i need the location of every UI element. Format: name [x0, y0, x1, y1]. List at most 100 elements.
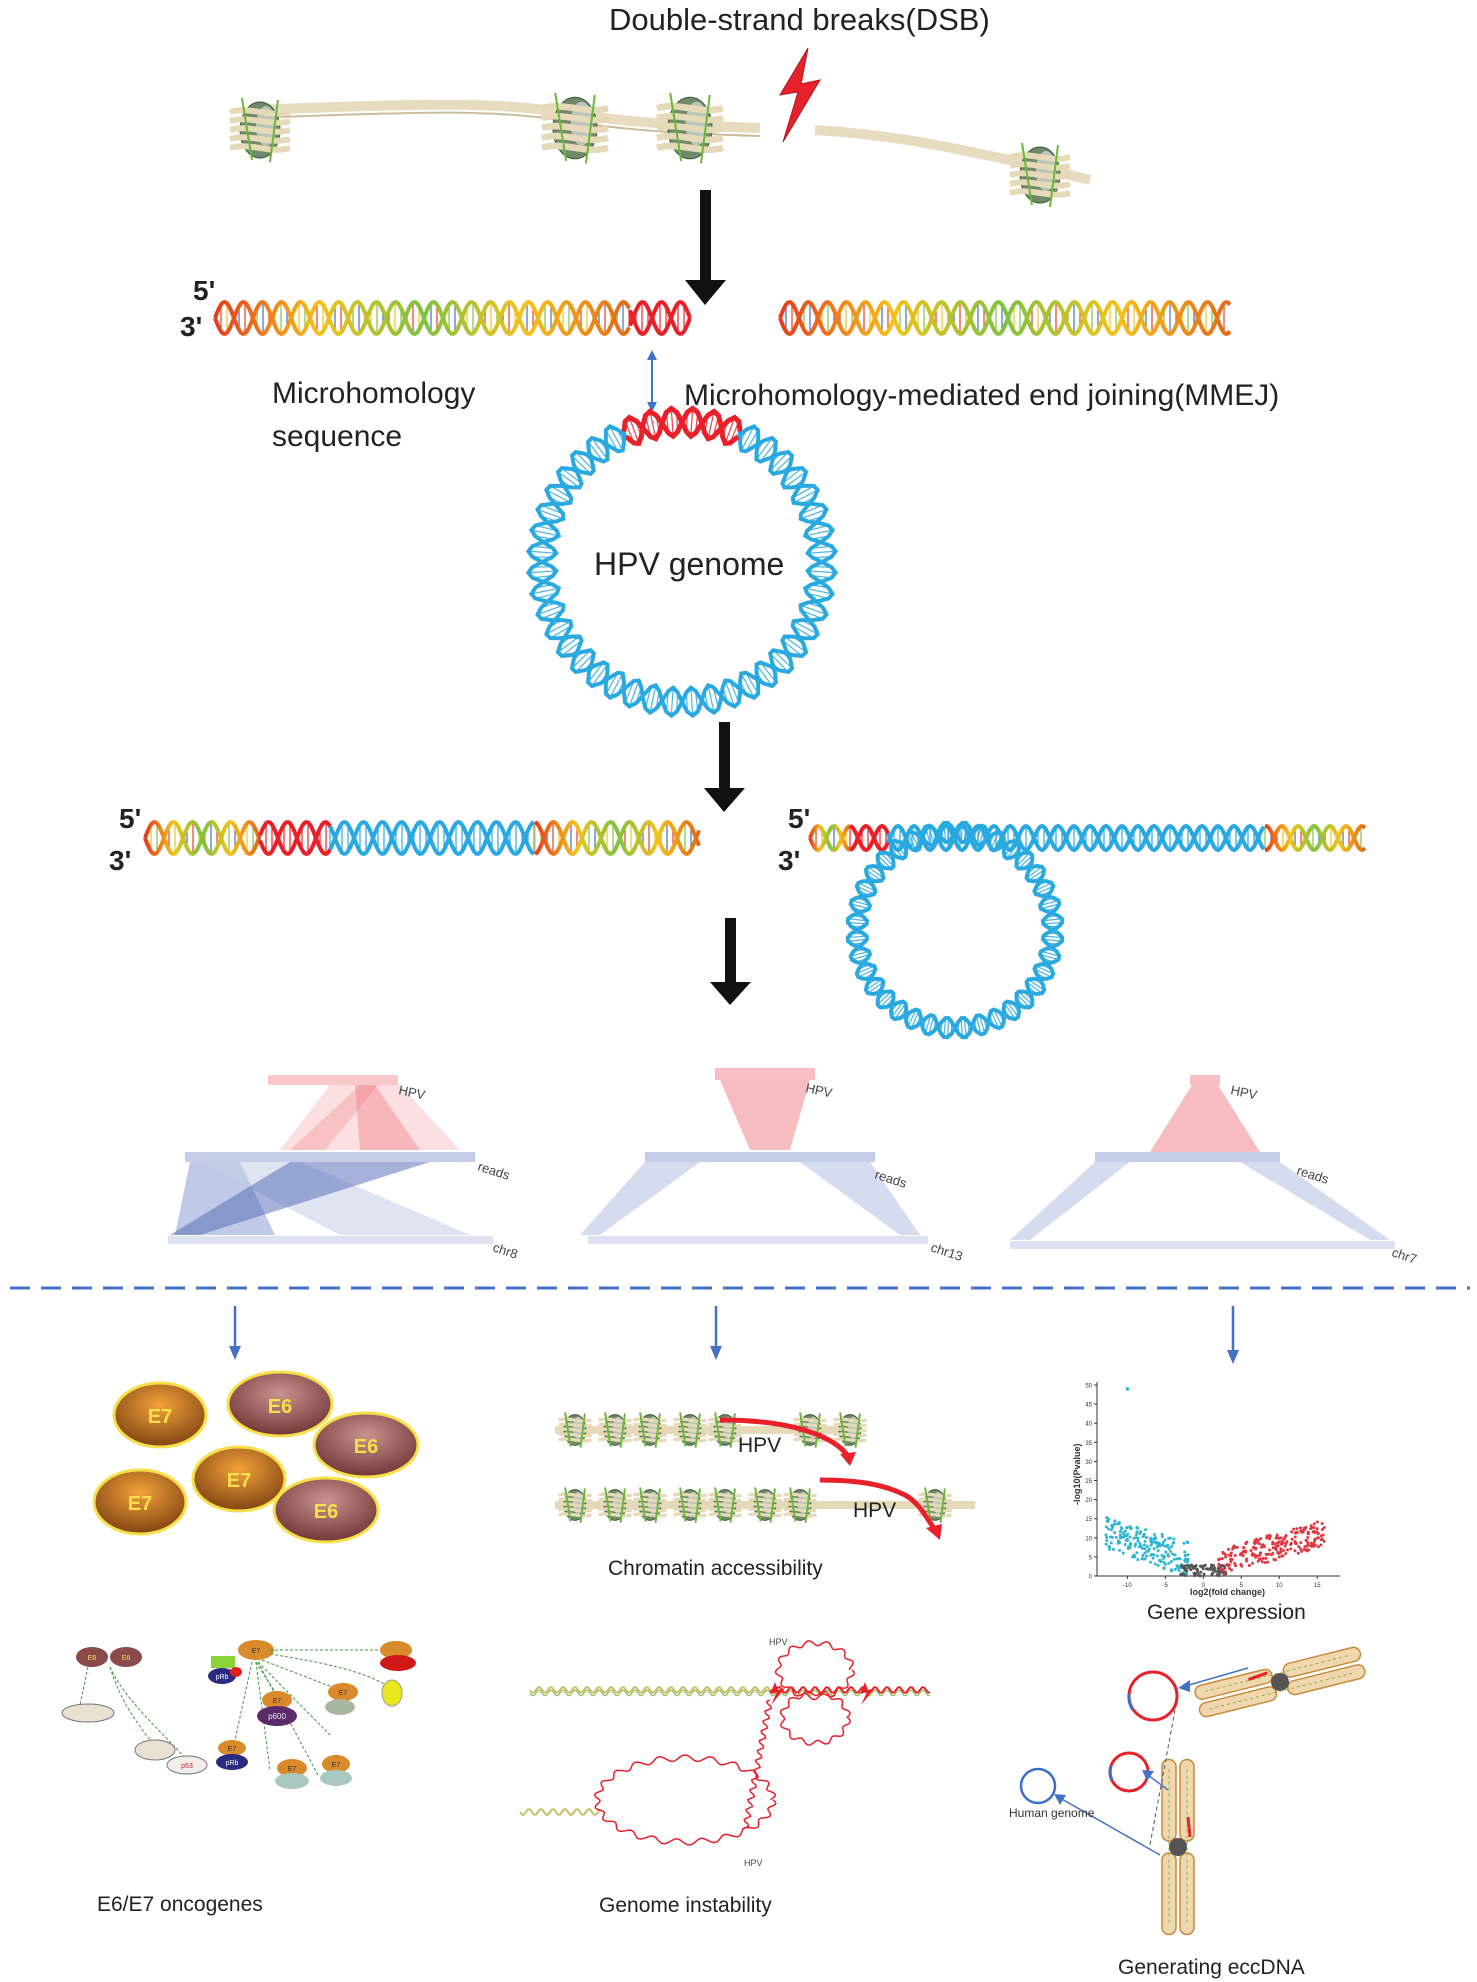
volcano-point: [1293, 1539, 1297, 1543]
volcano-point: [1247, 1564, 1251, 1568]
volcano-point: [1281, 1554, 1285, 1558]
volcano-point: [1300, 1549, 1304, 1553]
volcano-point: [1273, 1546, 1277, 1550]
volcano-point: [1221, 1550, 1225, 1554]
e6-protein-3: E6: [272, 1476, 380, 1544]
volcano-point: [1200, 1565, 1204, 1569]
volcano-point: [1238, 1553, 1242, 1557]
volcano-point: [1173, 1567, 1177, 1571]
volcano-point: [1113, 1519, 1117, 1523]
volcano-point: [1137, 1545, 1141, 1549]
e6-protein-3-label: E6: [314, 1501, 338, 1523]
volcano-y-tick: 0: [1089, 1575, 1093, 1581]
volcano-point: [1290, 1537, 1294, 1541]
volcano-point: [1295, 1527, 1299, 1531]
volcano-point: [1315, 1527, 1319, 1531]
volcano-point: [1298, 1526, 1302, 1530]
volcano-point: [1224, 1555, 1228, 1559]
volcano-point: [1239, 1562, 1243, 1566]
volcano-point: [1227, 1553, 1231, 1557]
hpv-genome-label: HPV genome: [594, 546, 784, 582]
double-arrow: [647, 350, 657, 412]
volcano-point: [1203, 1563, 1207, 1567]
volcano-point: [1181, 1573, 1185, 1577]
volcano-point: [1268, 1548, 1272, 1552]
volcano-point: [1235, 1545, 1239, 1549]
volcano-point: [1166, 1553, 1170, 1557]
volcano-point: [1169, 1549, 1173, 1553]
volcano-point: [1297, 1545, 1301, 1549]
volcano-point: [1197, 1573, 1201, 1577]
pathway-caption: E6/E7 oncogenes: [97, 1893, 263, 1916]
volcano-point: [1109, 1541, 1113, 1545]
volcano-point: [1227, 1566, 1231, 1570]
volcano-point: [1168, 1536, 1172, 1540]
volcano-point: [1145, 1554, 1149, 1558]
volcano-point: [1195, 1570, 1199, 1574]
volcano-y-tick: 30: [1085, 1460, 1092, 1466]
volcano-point: [1280, 1539, 1284, 1543]
volcano-point: [1145, 1536, 1149, 1540]
volcano-point: [1183, 1564, 1187, 1568]
volcano-point: [1244, 1549, 1248, 1553]
volcano-point: [1136, 1536, 1140, 1540]
volcano-point: [1229, 1557, 1233, 1561]
volcano-point: [1199, 1570, 1203, 1574]
volcano-point: [1284, 1552, 1288, 1556]
volcano-point: [1234, 1564, 1238, 1568]
volcano-point: [1289, 1547, 1293, 1551]
volcano-point: [1286, 1548, 1290, 1552]
volcano-point: [1144, 1528, 1148, 1532]
pathway-prb-label-1: pRb: [216, 1674, 229, 1681]
volcano-point: [1149, 1543, 1153, 1547]
volcano-point: [1171, 1552, 1175, 1556]
volcano-point: [1316, 1545, 1320, 1549]
volcano-point: [1153, 1533, 1157, 1537]
volcano-point: [1305, 1548, 1309, 1552]
volcano-point: [1105, 1535, 1109, 1539]
volcano-point: [1312, 1522, 1316, 1526]
volcano-point: [1133, 1544, 1137, 1548]
volcano-point: [1115, 1522, 1119, 1526]
volcano-point: [1253, 1542, 1257, 1546]
volcano-point: [1245, 1540, 1249, 1544]
volcano-point: [1135, 1530, 1139, 1534]
volcano-point: [1210, 1565, 1214, 1569]
volcano-point: [1125, 1533, 1129, 1537]
volcano-point: [1143, 1551, 1147, 1555]
volcano-point: [1216, 1573, 1220, 1577]
volcano-point: [1125, 1539, 1129, 1543]
volcano-x-tick: -10: [1123, 1583, 1132, 1589]
volcano-point: [1135, 1525, 1139, 1529]
pathway-e6-label-2: E6: [122, 1655, 131, 1662]
volcano-point: [1258, 1551, 1262, 1555]
volcano-point: [1229, 1551, 1233, 1555]
hpv-loop-circle: [845, 820, 1065, 1040]
volcano-point: [1267, 1535, 1271, 1539]
volcano-point: [1258, 1557, 1262, 1561]
volcano-point: [1132, 1536, 1136, 1540]
volcano-point: [1167, 1561, 1171, 1565]
volcano-point: [1213, 1566, 1217, 1570]
volcano-point: [1283, 1544, 1287, 1548]
volcano-point: [1187, 1564, 1191, 1568]
volcano-point: [1271, 1542, 1275, 1546]
volcano-point: [1105, 1516, 1109, 1520]
volcano-point: [1142, 1532, 1146, 1536]
e6-protein-2: E6: [312, 1411, 420, 1479]
volcano-point: [1105, 1539, 1109, 1543]
genome-instability-illustration: [519, 1640, 930, 1846]
volcano-point: [1302, 1526, 1306, 1530]
volcano-x-tick: 5: [1240, 1583, 1244, 1589]
volcano-point: [1227, 1547, 1231, 1551]
volcano-point: [1201, 1567, 1205, 1571]
dsb-lightning-icon: [779, 47, 822, 143]
volcano-point: [1273, 1542, 1277, 1546]
volcano-point: [1260, 1545, 1264, 1549]
volcano-point: [1261, 1556, 1265, 1560]
volcano-x-tick: 0: [1202, 1583, 1206, 1589]
integrated-dna-right: [808, 823, 1367, 853]
volcano-point: [1156, 1549, 1160, 1553]
volcano-point: [1229, 1560, 1233, 1564]
volcano-point: [1202, 1572, 1206, 1576]
